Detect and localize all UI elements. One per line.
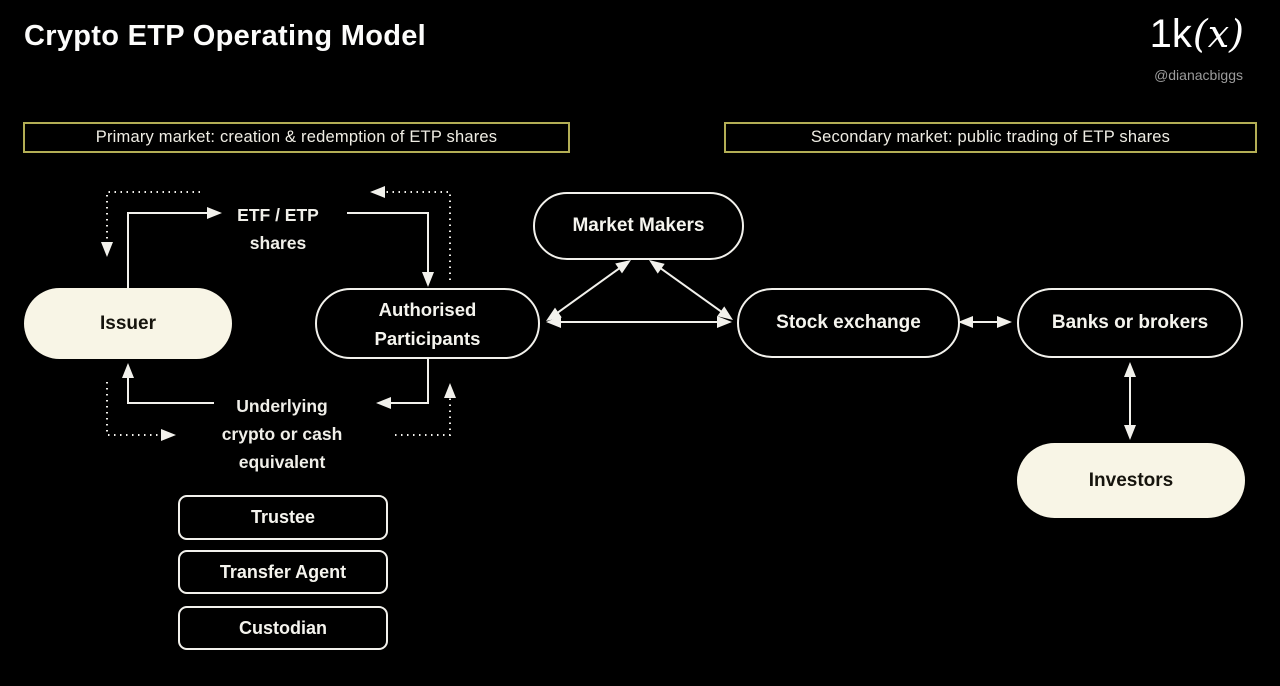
node-investors: Investors	[1017, 443, 1245, 518]
edge-market-makers-stock-exchange	[649, 260, 733, 320]
edge-shares-to-issuer-dotted	[101, 191, 200, 257]
logo-x-suffix: (x)	[1192, 12, 1244, 56]
edge-shares-to-ap	[347, 212, 434, 287]
node-custodian: Custodian	[178, 606, 388, 650]
label-underlying-asset: Underlying crypto or cash equivalent	[221, 396, 343, 472]
node-authorised-participants: Authorised Participants	[315, 288, 540, 359]
edge-ap-market-makers	[546, 260, 631, 321]
node-banks-or-brokers: Banks or brokers	[1017, 288, 1243, 358]
edge-underlying-to-ap-dotted	[395, 383, 456, 436]
node-issuer: Issuer	[24, 288, 232, 359]
edge-ap-to-underlying	[376, 358, 429, 409]
logo-text: 1k	[1149, 12, 1192, 56]
page-title: Crypto ETP Operating Model	[24, 20, 427, 52]
edge-stock-exchange-banks	[958, 316, 1012, 328]
node-market-makers: Market Makers	[533, 192, 744, 260]
node-stock-exchange: Stock exchange	[737, 288, 960, 358]
node-transfer-agent: Transfer Agent	[178, 550, 388, 594]
secondary-market-label: Secondary market: public trading of ETP …	[724, 122, 1257, 153]
node-trustee: Trustee	[178, 495, 388, 540]
primary-market-label: Primary market: creation & redemption of…	[23, 122, 570, 153]
logo-1kx: 1k(x)	[1150, 12, 1244, 56]
author-handle: @dianacbiggs	[1154, 67, 1243, 83]
edge-ap-to-shares-dotted	[370, 186, 451, 280]
label-etp-shares: ETF / ETP shares	[237, 205, 319, 253]
edge-ap-stock-exchange	[546, 316, 732, 328]
edge-issuer-to-underlying-dotted	[106, 382, 176, 441]
edge-banks-investors	[1124, 362, 1136, 440]
